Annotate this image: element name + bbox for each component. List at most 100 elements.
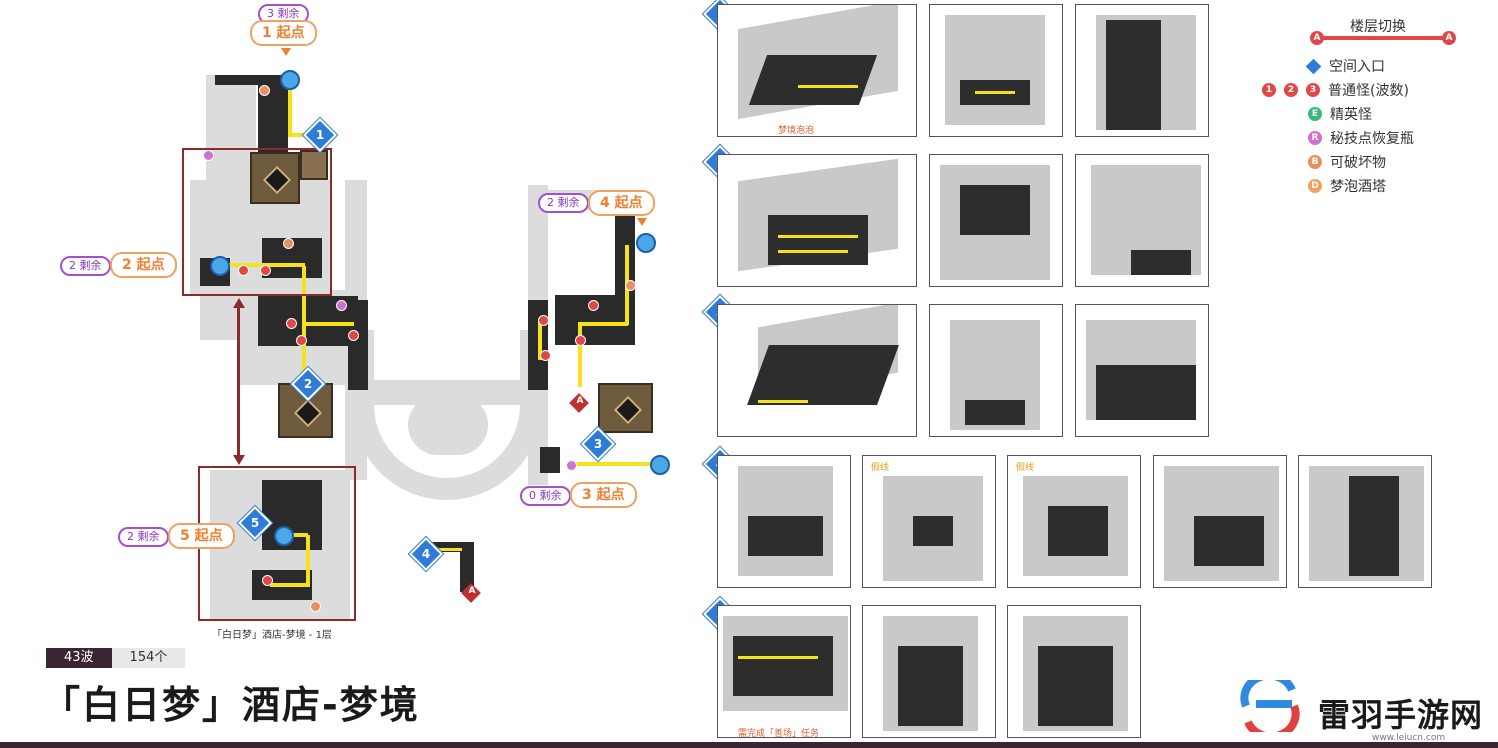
watermark-url: www.leiucn.com — [1372, 733, 1446, 743]
map-floor — [370, 380, 530, 405]
route-path — [288, 133, 316, 137]
preview-panel[interactable] — [1007, 605, 1141, 738]
enemy-marker — [348, 330, 359, 341]
enemy-marker — [538, 315, 549, 326]
enemy-wave-1-icon: 1 — [1262, 83, 1276, 97]
preview-panel[interactable]: 假线 — [862, 455, 996, 588]
preview-panel[interactable]: 需完成「善场」任务 — [717, 605, 851, 738]
start-label-2: 2 起点 — [110, 252, 177, 278]
preview-panel[interactable]: 假线 — [1007, 455, 1141, 588]
remain-badge-2: 2 剩余 — [60, 256, 111, 276]
map-wall — [432, 542, 472, 552]
preview-panel[interactable] — [717, 304, 917, 437]
start-point-icon[interactable] — [210, 256, 230, 276]
floor-link-arrow-up — [233, 298, 245, 308]
panel-tag: 需完成「善场」任务 — [738, 729, 820, 738]
restore-bottle-icon: R — [1308, 131, 1322, 145]
remain-badge-4: 2 剩余 — [538, 193, 589, 213]
preview-panel[interactable] — [929, 304, 1063, 437]
enemy-wave-2-icon: 2 — [1284, 83, 1298, 97]
start-point-icon[interactable] — [650, 455, 670, 475]
floor-switch-A-icon: A — [1442, 31, 1456, 45]
legend-item-restore: R 秘技点恢复瓶 — [1308, 128, 1414, 148]
restore-marker — [336, 300, 347, 311]
map-floor — [206, 75, 256, 185]
breakable-marker — [310, 601, 321, 612]
enemy-marker — [238, 265, 249, 276]
floor-switch-A-icon: A — [1310, 31, 1324, 45]
space-entry-1-icon[interactable]: 1 — [303, 118, 337, 152]
panel-tag: 假线 — [1016, 463, 1035, 473]
start-point-icon[interactable] — [274, 526, 294, 546]
preview-panel[interactable] — [1153, 455, 1287, 588]
restore-marker — [566, 460, 577, 471]
legend-title: 楼层切换 — [1350, 19, 1406, 35]
route-path — [286, 533, 308, 537]
map-wall — [348, 300, 368, 390]
stats-bar: 43波 154个 — [46, 648, 186, 668]
preview-panel[interactable] — [929, 4, 1063, 137]
enemy-count: 154个 — [111, 648, 186, 668]
route-path — [288, 85, 292, 137]
restore-marker — [203, 150, 214, 161]
floor-link-line — [237, 305, 240, 457]
floor-link-arrow-down — [233, 455, 245, 465]
legend-item-dream-tower: D 梦泡酒塔 — [1308, 176, 1386, 196]
preview-panel[interactable] — [1298, 455, 1432, 588]
route-path — [432, 548, 462, 551]
map-wall — [215, 75, 295, 85]
preview-panel[interactable] — [717, 455, 851, 588]
start-arrow-icon — [281, 48, 291, 56]
start-arrow-icon — [637, 218, 647, 226]
panel-tag: 梦境泡泡 — [778, 126, 815, 136]
preview-panel[interactable] — [862, 605, 996, 738]
route-path — [302, 322, 354, 326]
map-wall — [460, 542, 474, 592]
preview-panel[interactable] — [1075, 154, 1209, 287]
elite-icon: E — [1308, 107, 1322, 121]
route-path — [578, 322, 628, 326]
bottom-divider — [0, 742, 1498, 748]
dream-tower-icon: D — [1308, 179, 1322, 193]
enemy-marker — [260, 265, 271, 276]
frame-area-upper — [182, 148, 332, 296]
route-path — [270, 583, 310, 587]
panel-tag: 假线 — [871, 463, 890, 473]
watermark-logo-icon — [1232, 671, 1308, 741]
map-arc-center — [408, 395, 488, 455]
legend-item-space-entry: 空间入口 — [1305, 56, 1385, 76]
preview-panel[interactable] — [717, 154, 917, 287]
map-wall — [258, 85, 288, 155]
route-path — [302, 266, 306, 376]
enemy-wave-3-icon: 3 — [1306, 83, 1320, 97]
wave-count: 43波 — [46, 648, 112, 668]
remain-badge-3: 0 剩余 — [520, 486, 571, 506]
preview-panel[interactable] — [1075, 4, 1209, 137]
breakable-marker — [259, 85, 270, 96]
frame-caption: 「白日梦」酒店-梦境 - 1层 — [212, 630, 332, 641]
legend-item-enemy: 1 2 3 普通怪(波数) — [1262, 80, 1409, 100]
enemy-marker — [588, 300, 599, 311]
legend-item-breakable: B 可破坏物 — [1308, 152, 1386, 172]
map-room — [250, 152, 300, 204]
preview-panel[interactable] — [1075, 304, 1209, 437]
remain-badge-1: 3 剩余 — [258, 4, 309, 24]
map-wall — [540, 447, 560, 473]
floor-switch-A-label: A — [576, 396, 584, 406]
start-point-icon[interactable] — [636, 233, 656, 253]
breakable-icon: B — [1308, 155, 1322, 169]
floor-switch-bar — [1318, 36, 1446, 40]
enemy-marker — [296, 335, 307, 346]
breakable-marker — [625, 280, 636, 291]
enemy-marker — [540, 350, 551, 361]
preview-panel[interactable]: 梦境泡泡 — [717, 4, 917, 137]
map-room — [598, 383, 653, 433]
enemy-marker — [286, 318, 297, 329]
start-label-5: 5 起点 — [168, 523, 235, 549]
watermark-name: 雷羽手游网 — [1318, 696, 1484, 734]
floor-switch-A-label: A — [468, 586, 476, 596]
space-entry-icon — [1305, 58, 1322, 74]
preview-panel[interactable] — [929, 154, 1063, 287]
start-point-icon[interactable] — [280, 70, 300, 90]
route-path — [578, 322, 582, 387]
